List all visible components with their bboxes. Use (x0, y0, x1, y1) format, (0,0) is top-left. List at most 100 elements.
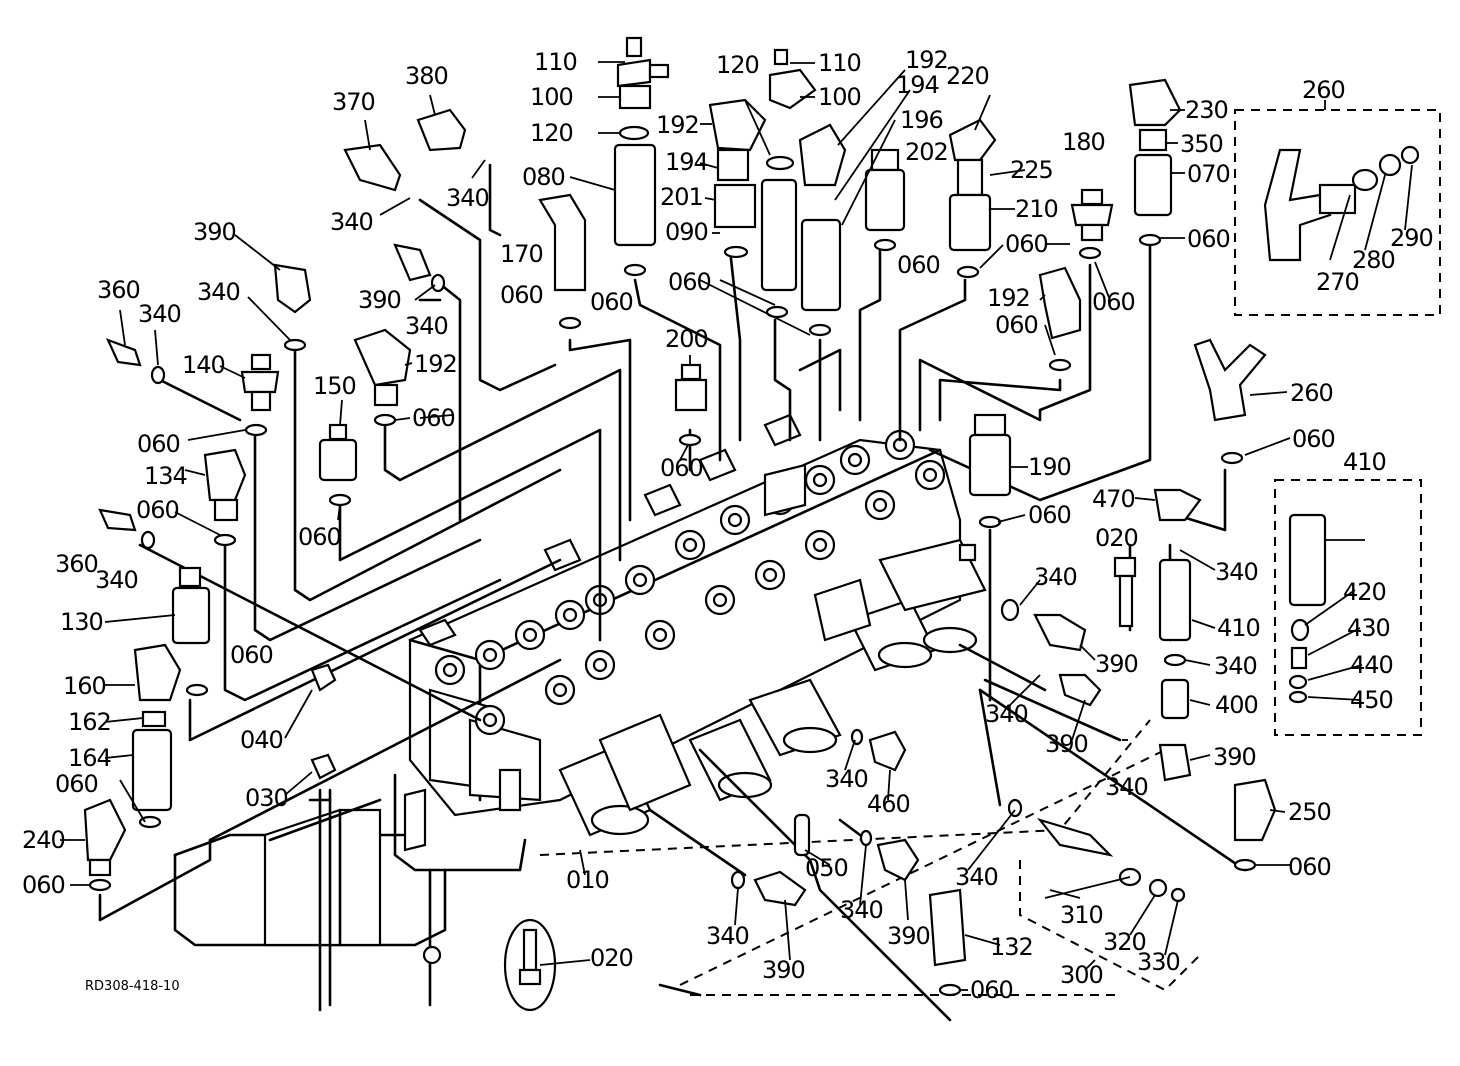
label: 240 (22, 826, 65, 854)
label: 060 (1028, 501, 1071, 529)
label: 060 (137, 430, 180, 458)
part-380 (416, 108, 467, 152)
label: 201 (660, 183, 703, 211)
label: 310 (1060, 901, 1103, 929)
label: 060 (1288, 853, 1331, 881)
part-410-stack (1153, 488, 1202, 782)
label: 060 (590, 288, 633, 316)
label: 390 (193, 218, 236, 246)
label: 430 (1347, 614, 1390, 642)
label: 390 (1095, 650, 1138, 678)
label: 225 (1010, 156, 1053, 184)
label: 190 (1028, 453, 1071, 481)
label: 060 (55, 770, 98, 798)
part-250 (1233, 778, 1277, 872)
label: 040 (240, 726, 283, 754)
part-080-stack (613, 36, 670, 277)
label: 194 (665, 148, 708, 176)
part-260-right (1193, 338, 1267, 465)
block-fittings (418, 413, 977, 812)
part-180 (1070, 188, 1114, 260)
label: 340 (446, 184, 489, 212)
label: 440 (1350, 651, 1393, 679)
label: 340 (825, 765, 868, 793)
part-202 (864, 148, 906, 252)
label: 340 (985, 700, 1028, 728)
label: 010 (566, 866, 609, 894)
part-134 (203, 448, 247, 547)
part-150 (318, 423, 358, 507)
label: 290 (1390, 224, 1433, 252)
main-valve-block (408, 413, 987, 837)
label: 340 (706, 922, 749, 950)
part-020-upper (1113, 556, 1137, 628)
label: 340 (840, 896, 883, 924)
part-050 (793, 813, 811, 857)
part-130 (171, 566, 211, 697)
label: 370 (332, 88, 375, 116)
label: 192 (987, 284, 1030, 312)
drawing-code: RD308-418-10 (85, 979, 180, 994)
assembly-410-box (1274, 479, 1422, 736)
label: 410 (1343, 448, 1386, 476)
label: 140 (182, 351, 225, 379)
label: 120 (716, 51, 759, 79)
label: 210 (1015, 195, 1058, 223)
part-360-upper (105, 338, 166, 385)
part-190 (968, 413, 1012, 529)
label: 132 (990, 933, 1033, 961)
label: 020 (1095, 524, 1138, 552)
label: 340 (138, 300, 181, 328)
label: 110 (534, 48, 577, 76)
label: 192 (905, 46, 948, 74)
label: 196 (900, 106, 943, 134)
label: 390 (762, 956, 805, 984)
label: 300 (1060, 961, 1103, 989)
part-410-exploded (1288, 513, 1327, 704)
label: 160 (63, 672, 106, 700)
label: 060 (230, 641, 273, 669)
label: 340 (1034, 563, 1077, 591)
part-360-lower (98, 508, 156, 550)
label: 150 (313, 372, 356, 400)
part-390-bottom (730, 870, 807, 907)
part-300-exploded (1007, 798, 1186, 903)
label: 260 (1290, 379, 1333, 407)
part-200 (674, 363, 708, 447)
label: 270 (1316, 268, 1359, 296)
label: 220 (946, 62, 989, 90)
part-260-exploded (1263, 145, 1420, 262)
label: 080 (522, 163, 565, 191)
label: 060 (412, 404, 455, 432)
label: 340 (1214, 652, 1257, 680)
part-210-stack (948, 118, 997, 279)
part-070-stack (1128, 78, 1182, 247)
label: 350 (1180, 130, 1223, 158)
part-240 (83, 798, 127, 892)
label: 320 (1103, 928, 1146, 956)
label: 020 (590, 944, 633, 972)
part-460 (850, 728, 907, 772)
label: 340 (405, 312, 448, 340)
part-390-bottom-mid (859, 829, 920, 882)
label: 192 (414, 350, 457, 378)
label: 050 (805, 854, 848, 882)
part-390-upper (273, 263, 312, 352)
label: 060 (1092, 288, 1135, 316)
label: 060 (668, 268, 711, 296)
label: 162 (68, 708, 111, 736)
label: 164 (68, 744, 111, 772)
components (83, 36, 1441, 1012)
valve-ports (434, 429, 946, 736)
label: 230 (1185, 96, 1228, 124)
label: 340 (1105, 773, 1148, 801)
label: 470 (1092, 485, 1135, 513)
part-192-left (353, 328, 412, 427)
label: 060 (500, 281, 543, 309)
label: 070 (1187, 160, 1230, 188)
part-170 (538, 193, 587, 330)
part-020-bottom (503, 918, 557, 1012)
part-040 (310, 663, 337, 692)
part-164-stack (131, 643, 182, 829)
